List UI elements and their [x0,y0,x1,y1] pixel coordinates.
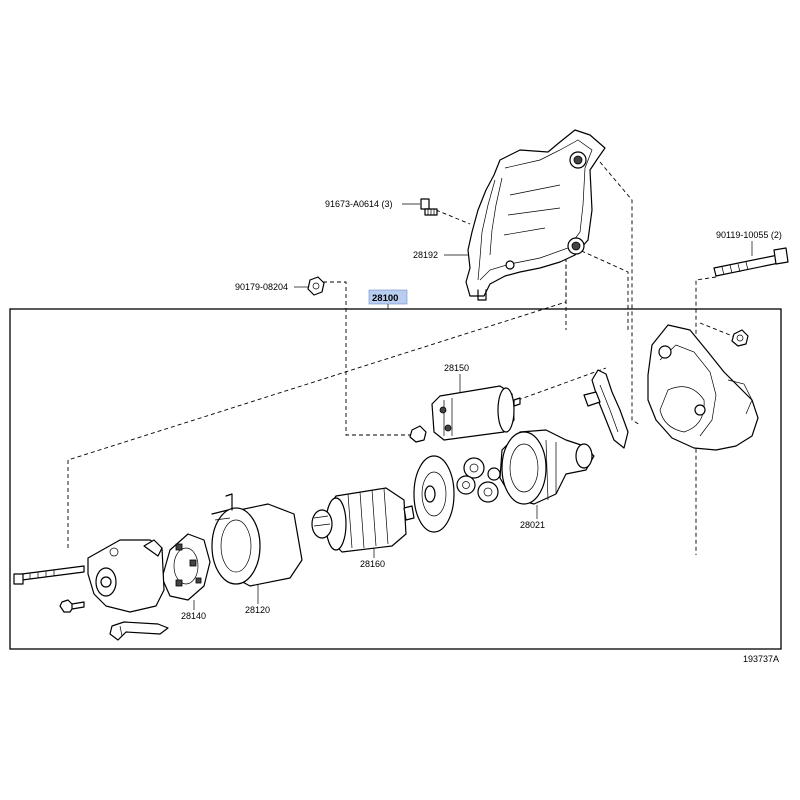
armature-28160[interactable] [311,487,415,553]
magnetic-switch-28150[interactable] [409,385,521,443]
label-28160[interactable]: 28160 [360,559,385,569]
label-90179[interactable]: 90179-08204 [235,282,288,292]
cover-28192[interactable] [465,129,606,301]
bolt-90119[interactable] [713,247,789,277]
assembly-frame [9,308,782,650]
nut-90179[interactable] [307,276,325,296]
planetary-gears[interactable] [456,457,501,503]
internal-gear-plate[interactable] [413,455,455,533]
lead-wire-boot[interactable] [109,621,169,641]
label-90119[interactable]: 90119-10055 (2) [716,230,782,240]
label-28100-assembly[interactable]: 28100 [372,293,398,304]
dashed-leader-lines [67,161,741,555]
label-28150[interactable]: 28150 [444,363,469,373]
label-28140[interactable]: 28140 [181,611,206,621]
brush-holder-28140[interactable] [151,533,211,601]
commutator-end-frame[interactable] [87,539,165,613]
drive-housing[interactable] [647,324,759,451]
drawing-number: 193737A [743,654,779,664]
bolt-91673[interactable] [420,198,438,216]
yoke-28120[interactable] [211,493,303,587]
label-28021[interactable]: 28021 [520,520,545,530]
label-28192[interactable]: 28192 [413,250,438,260]
part-labels: 91673-A0614 (3) 28192 90179-08204 90119-… [181,199,782,664]
through-bolt[interactable] [13,565,85,585]
screw-small[interactable] [59,599,85,613]
shift-lever[interactable] [583,369,629,449]
label-91673[interactable]: 91673-A0614 (3) [325,199,393,209]
starter-clutch-28021[interactable] [499,429,595,505]
label-28120[interactable]: 28120 [245,605,270,615]
